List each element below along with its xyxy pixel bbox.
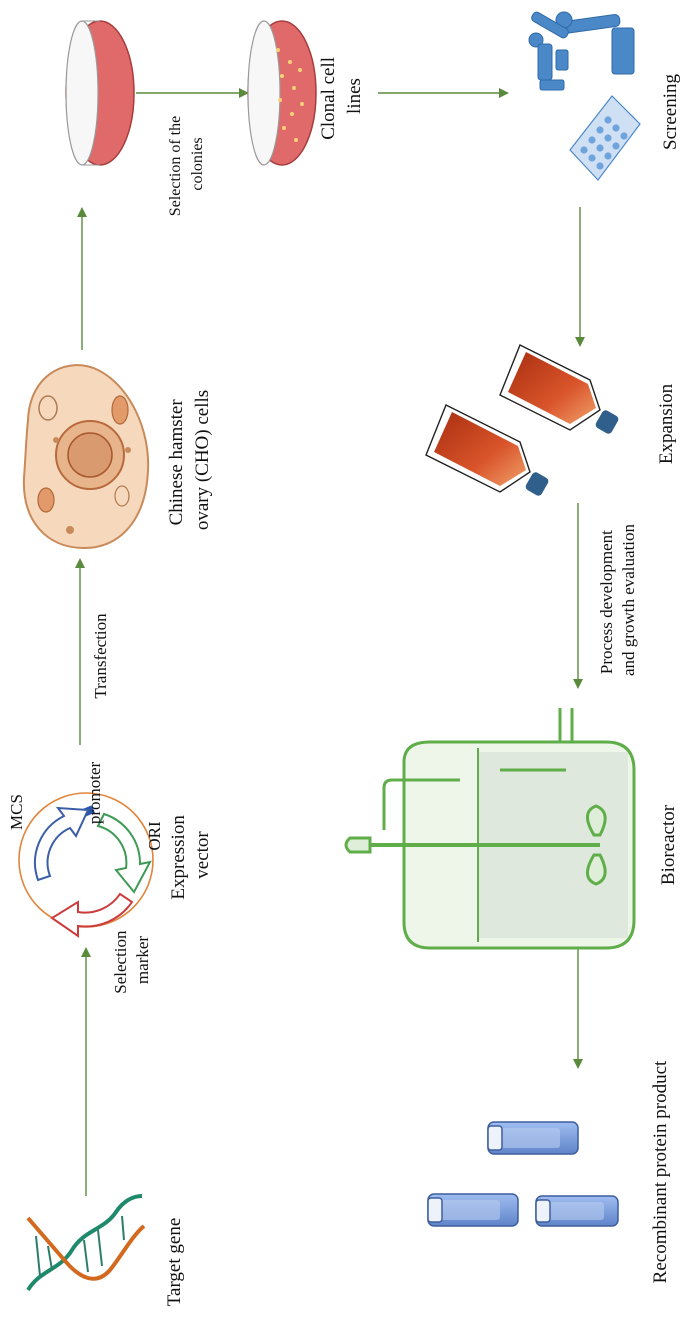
label-expansion: Expansion [656, 383, 677, 464]
label-recombinant-product: Recombinant protein product [650, 1060, 671, 1283]
robot-arm-icon [528, 11, 635, 91]
label-expression-vector: Expression vector [168, 810, 213, 899]
label-bioreactor: Bioreactor [658, 804, 679, 885]
label-transfection: Transfection [91, 613, 110, 699]
well-plate-icon [569, 95, 641, 181]
dna-helix-icon [26, 1194, 146, 1292]
plasmid-icon [18, 792, 154, 938]
bioreactor-icon [344, 708, 636, 950]
colony-dish-icon [247, 20, 317, 166]
label-ori: ORI [145, 821, 164, 851]
label-process-development: Process development and growth evaluatio… [597, 523, 638, 676]
vial-icon-3 [535, 1195, 619, 1227]
label-screening: Screening [660, 74, 681, 150]
arrows [75, 88, 585, 1196]
vial-icon [487, 1121, 579, 1155]
label-selection-marker: Selection marker [111, 926, 152, 994]
label-promoter: promoter [85, 762, 104, 825]
label-selection-colonies: Selection of the colonies [167, 112, 206, 216]
culture-flask-icon-2 [425, 404, 549, 496]
petri-dish-icon [65, 20, 135, 166]
label-clonal-cell-lines: Clonal cell lines [318, 52, 365, 140]
cho-cell-icon [22, 364, 150, 550]
culture-flask-icon [499, 344, 619, 434]
label-target-gene: Target gene [164, 1218, 185, 1307]
label-cho-cells: Chinese hamster ovary (CHO) cells [166, 390, 213, 530]
vial-icon-2 [427, 1193, 519, 1227]
label-mcs: MCS [7, 794, 26, 830]
